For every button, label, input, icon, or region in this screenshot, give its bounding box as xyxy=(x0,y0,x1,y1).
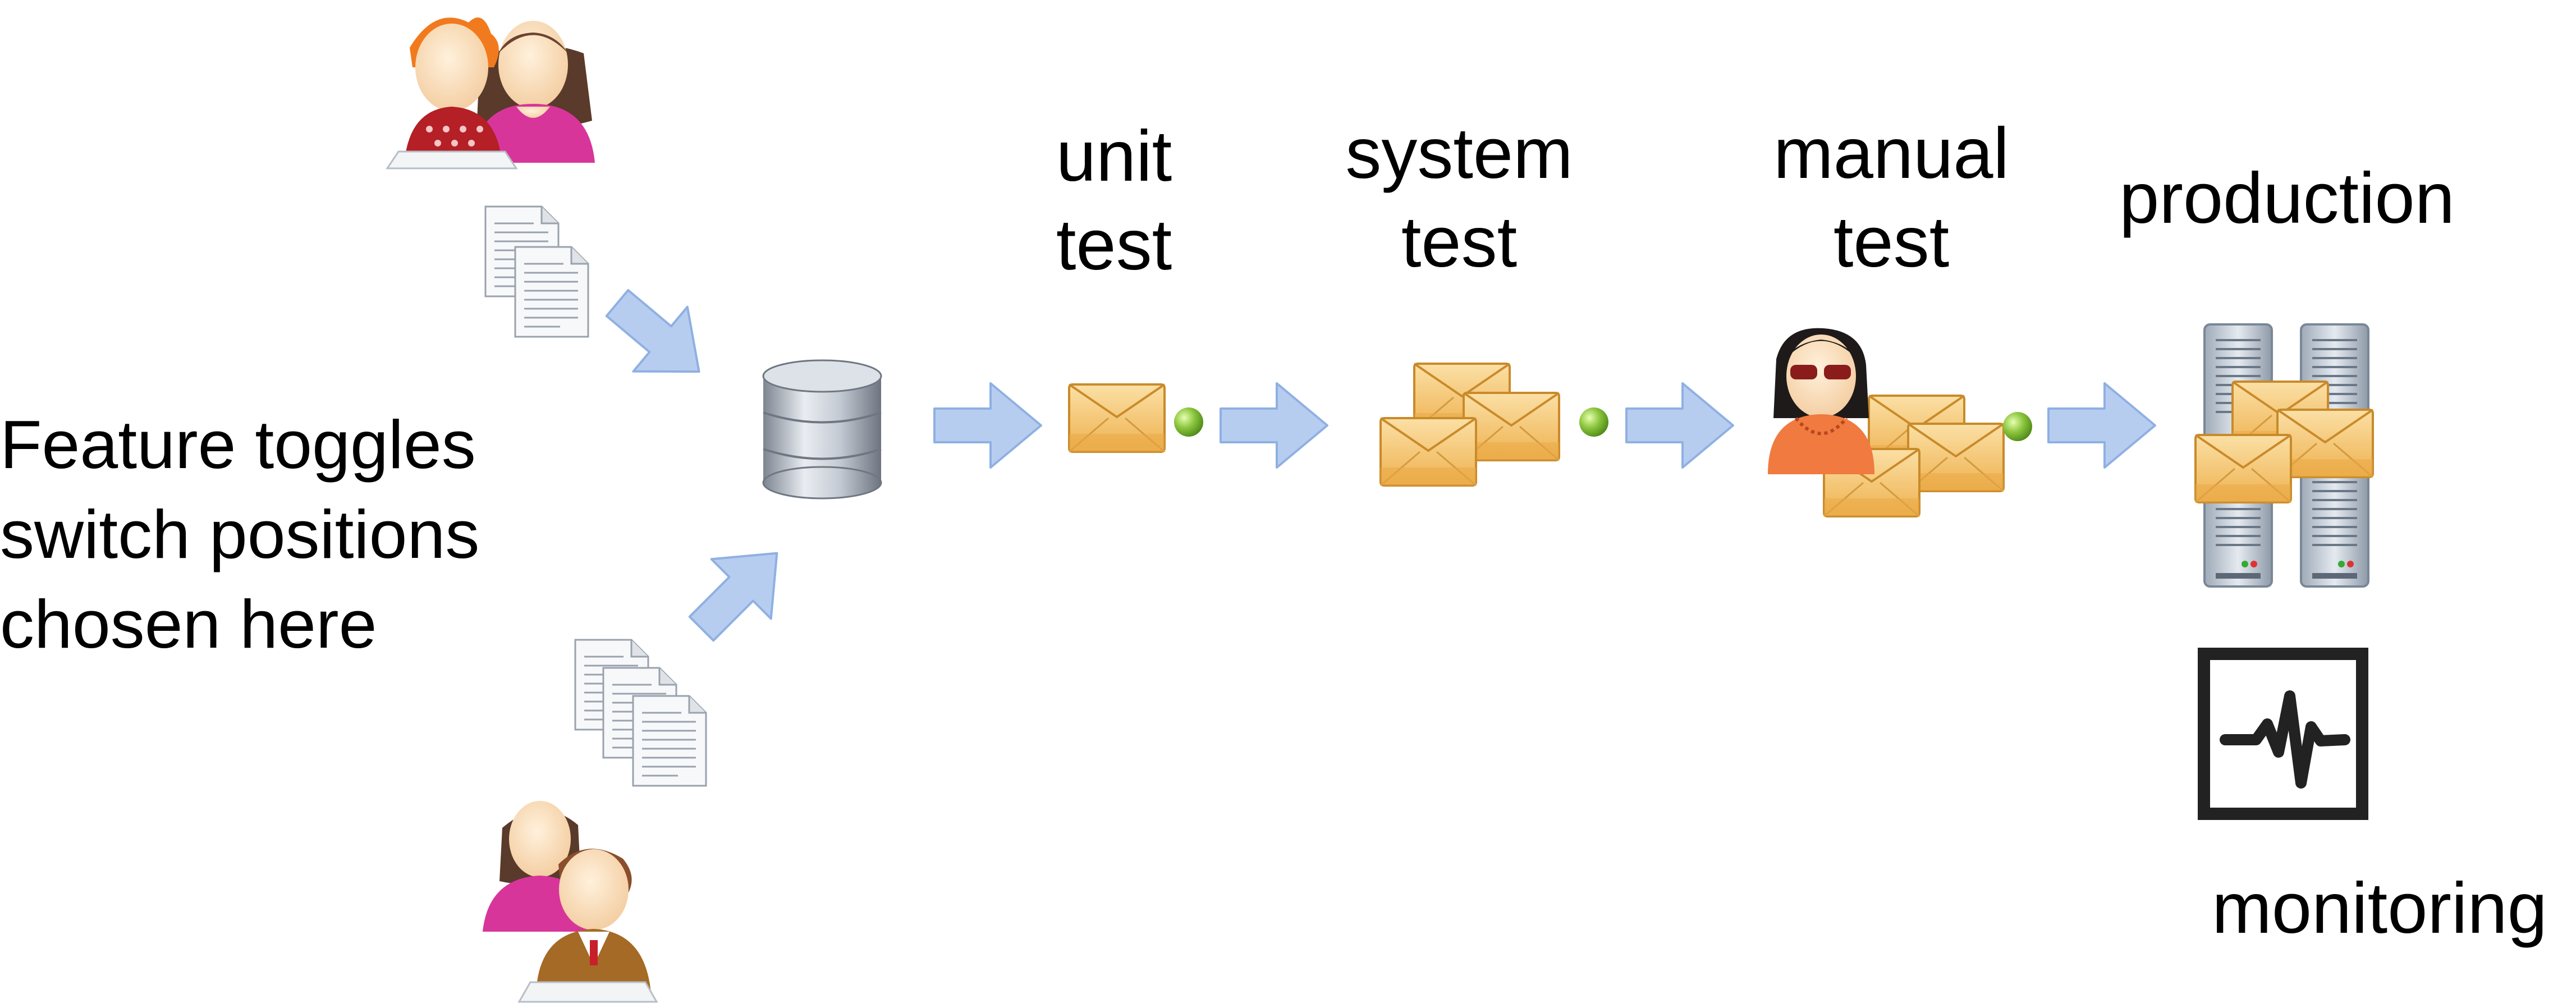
unit-test-line-1: unit xyxy=(1056,116,1172,196)
unit-test-line-2: test xyxy=(1056,205,1172,285)
servers-icon xyxy=(2194,323,2374,588)
arrow-into-database-bottom xyxy=(672,524,806,658)
unit-test-status-dot xyxy=(1174,407,1203,437)
tester-icon xyxy=(1768,328,1874,474)
system-test-status-dot xyxy=(1579,407,1608,437)
system-test-packages-icon xyxy=(1379,363,1560,487)
system-test-line-1: system xyxy=(1345,113,1573,194)
monitor-pulse-icon xyxy=(2198,648,2368,820)
developers-bottom-icon xyxy=(483,801,658,1003)
manual-test-status-dot xyxy=(2003,412,2032,441)
documents-top-icon xyxy=(484,205,589,338)
arrow-to-unit-test xyxy=(933,382,1042,469)
manual-test-line-2: test xyxy=(1833,202,1950,282)
arrow-into-database-top xyxy=(589,269,727,405)
caption-line-2: switch positions xyxy=(0,496,480,572)
system-test-line-2: test xyxy=(1401,202,1518,282)
arrow-to-system-test xyxy=(1220,382,1328,469)
stage-label-system-test: system test xyxy=(1330,109,1588,287)
production-line-1: production xyxy=(2119,158,2455,239)
database-icon xyxy=(762,359,882,500)
manual-test-line-1: manual xyxy=(1773,113,2009,194)
monitoring-line-1: monitoring xyxy=(2212,868,2547,949)
caption-line-3: chosen here xyxy=(0,586,377,662)
stage-label-unit-test: unit test xyxy=(1044,112,1184,290)
stage-label-manual-test: manual test xyxy=(1751,109,2032,287)
arrow-to-manual-test xyxy=(1625,382,1734,469)
feature-toggles-caption: Feature toggles switch positions chosen … xyxy=(0,400,480,669)
package-icon xyxy=(1068,383,1166,453)
caption-line-1: Feature toggles xyxy=(0,406,476,483)
arrow-to-production xyxy=(2047,382,2156,469)
stage-label-production: production xyxy=(2099,154,2475,243)
developers-top-icon xyxy=(386,17,595,169)
documents-bottom-icon xyxy=(574,639,707,787)
stage-label-monitoring: monitoring xyxy=(2189,864,2570,953)
